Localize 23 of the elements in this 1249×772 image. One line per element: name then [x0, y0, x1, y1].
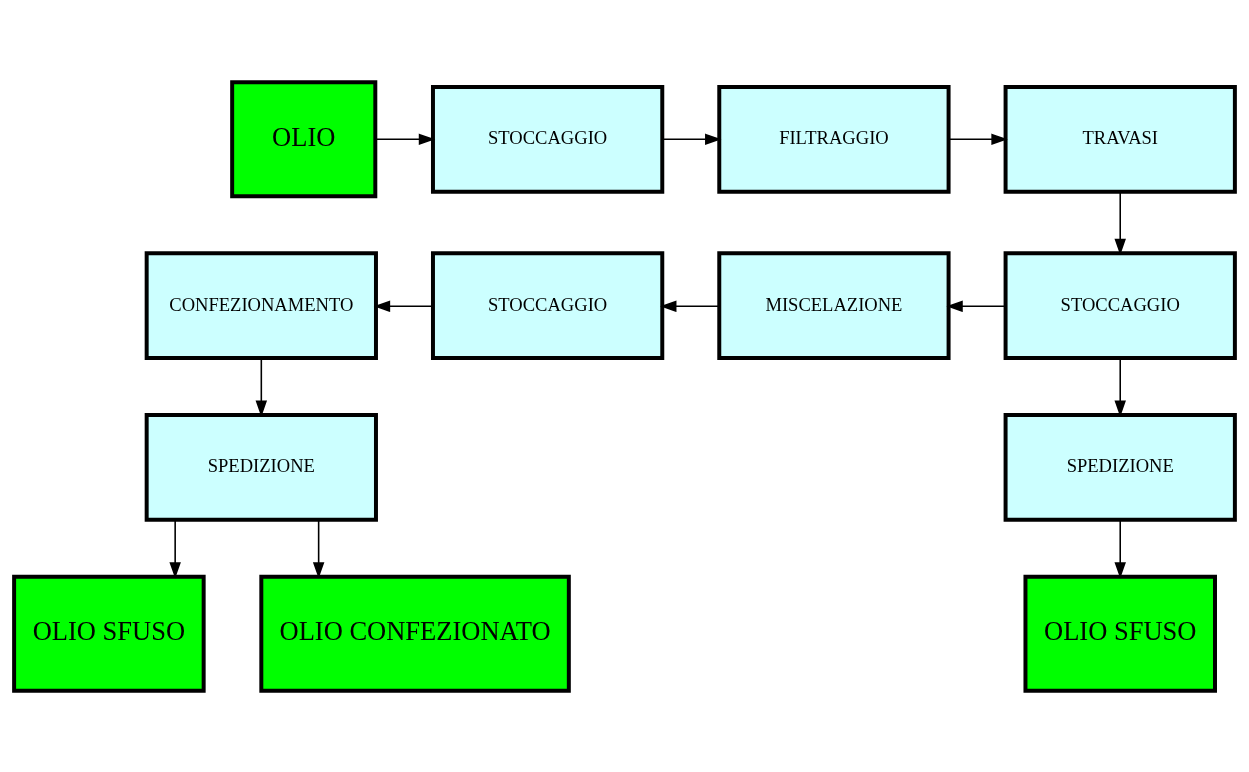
- arrow: [312, 518, 325, 579]
- arrow: [169, 518, 181, 579]
- node-box: SPEDIZIONE: [144, 412, 378, 522]
- arrow: [947, 133, 1008, 145]
- node-box: OLIO SFUSO: [1023, 574, 1217, 693]
- node-box: STOCCAGGIO: [1003, 250, 1237, 360]
- node-box: STOCCAGGIO: [431, 250, 665, 360]
- arrow: [373, 300, 434, 312]
- arrow: [1114, 190, 1126, 255]
- arrow: [374, 133, 436, 145]
- node-box: TRAVASI: [1003, 84, 1237, 194]
- node-box: MISCELAZIONE: [717, 250, 951, 360]
- node-box: OLIO: [230, 79, 378, 198]
- arrow: [946, 300, 1007, 312]
- node-box: CONFEZIONAMENTO: [144, 250, 378, 360]
- arrow: [1114, 518, 1126, 579]
- node-box: STOCCAGGIO: [431, 84, 665, 194]
- arrow: [660, 300, 720, 312]
- node-box: FILTRAGGIO: [717, 84, 951, 194]
- node-box: OLIO CONFEZIONATO: [259, 574, 571, 693]
- arrow: [661, 133, 722, 145]
- node-box: SPEDIZIONE: [1003, 412, 1237, 522]
- node-box: OLIO SFUSO: [12, 574, 206, 693]
